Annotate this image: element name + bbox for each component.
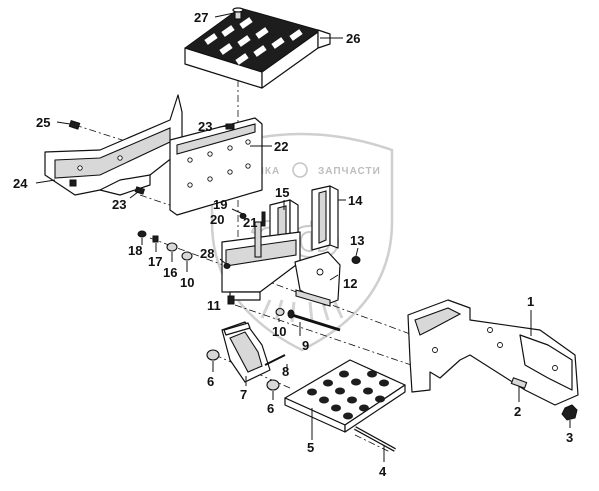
lower-step-plate — [284, 359, 406, 433]
washer-lower — [275, 307, 285, 317]
lower-hinge-link — [221, 321, 271, 383]
long-bolt — [287, 309, 341, 332]
callout-7: 7 — [240, 387, 247, 402]
hinge-block — [221, 231, 301, 305]
hinge-arm — [294, 251, 341, 307]
callout-12: 12 — [343, 276, 357, 291]
callout-15: 15 — [275, 185, 289, 200]
leader-lines — [35, 12, 571, 462]
callout-27: 27 — [194, 10, 208, 25]
mounting-bracket-plate — [134, 117, 263, 216]
callout-13: 13 — [350, 233, 364, 248]
upper-grated-step — [184, 7, 331, 89]
watermark-right-text: ЗАПЧАСТИ — [318, 166, 381, 177]
callout-10-upper: 10 — [180, 275, 194, 290]
callout-22: 22 — [274, 139, 288, 154]
callout-24: 24 — [13, 176, 28, 191]
side-skirt-panel — [44, 94, 183, 196]
skirt-bolt — [68, 119, 81, 130]
callout-23-upper: 23 — [198, 119, 212, 134]
callout-19: 19 — [213, 197, 227, 212]
watermark-emblem — [292, 162, 308, 178]
callout-5: 5 — [307, 440, 314, 455]
callout-3: 3 — [566, 430, 573, 445]
callout-9: 9 — [302, 338, 309, 353]
callout-16: 16 — [163, 265, 177, 280]
frame-nut — [561, 404, 578, 421]
main-frame-bracket — [407, 299, 579, 406]
callout-10-lower: 10 — [272, 324, 286, 339]
callout-6-left: 6 — [207, 374, 214, 389]
small-pin — [264, 354, 286, 366]
top-bolt — [232, 7, 244, 20]
callout-labels: 27 26 25 23 22 24 23 15 14 19 20 21 13 1… — [13, 10, 573, 479]
callout-14: 14 — [348, 193, 363, 208]
callout-21: 21 — [243, 215, 257, 230]
callout-1: 1 — [527, 294, 534, 309]
callout-6-right: 6 — [267, 401, 274, 416]
callout-17: 17 — [148, 254, 162, 269]
callout-8: 8 — [282, 364, 289, 379]
bushing-left — [206, 349, 220, 361]
step-bracket-right — [311, 185, 339, 251]
callout-25: 25 — [36, 115, 50, 130]
frame-bolt — [510, 377, 528, 389]
callout-4: 4 — [379, 464, 387, 479]
callout-23-lower: 23 — [112, 197, 126, 212]
hinge-pin — [254, 211, 266, 258]
callout-20: 20 — [210, 212, 224, 227]
callout-18: 18 — [128, 243, 142, 258]
bottom-rod — [354, 426, 396, 452]
callout-2: 2 — [514, 404, 521, 419]
callout-26: 26 — [346, 31, 360, 46]
callout-28: 28 — [200, 246, 214, 261]
callout-11: 11 — [207, 298, 221, 313]
bushing-right — [266, 379, 280, 391]
